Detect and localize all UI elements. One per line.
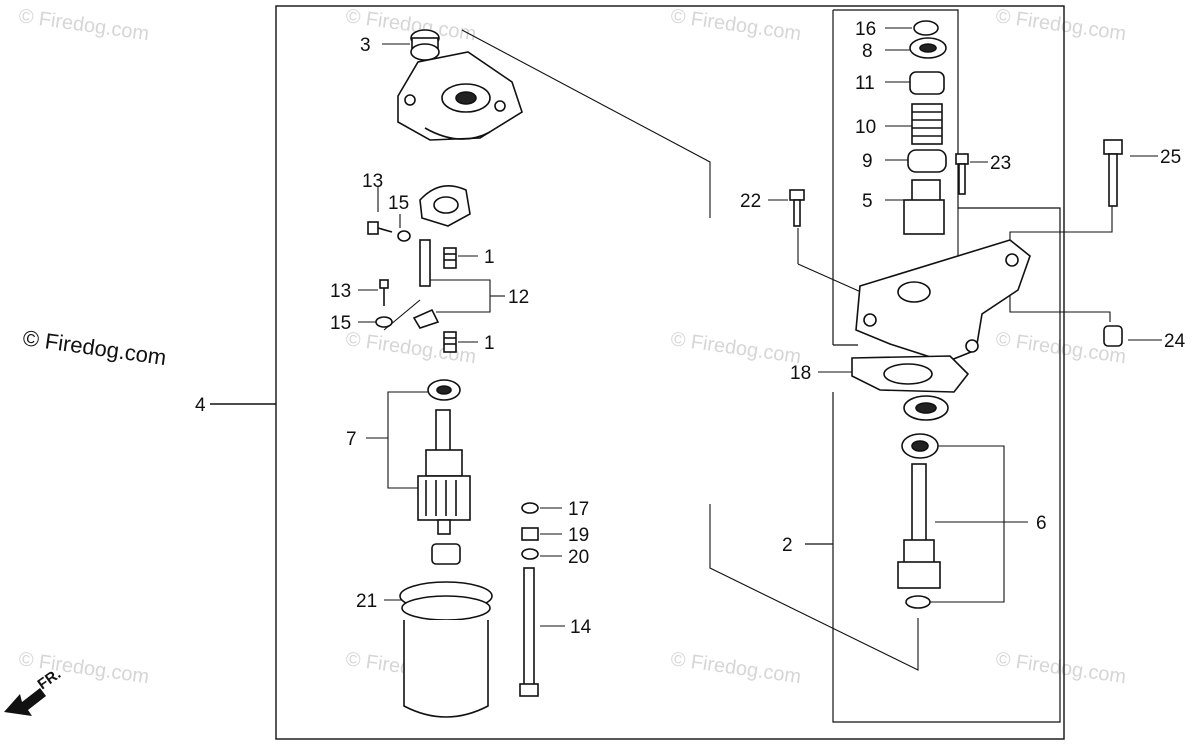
brush-holder-part: [419, 184, 471, 227]
callout-label: 18: [790, 363, 811, 384]
oil-seal-part: [903, 395, 949, 421]
callout-label: 11: [855, 73, 875, 94]
callout-label: 6: [1036, 513, 1047, 534]
pinion-spring-part: [911, 103, 943, 145]
callout-label: 15: [330, 313, 351, 334]
callout-label: 3: [360, 35, 371, 56]
callout-label: 17: [568, 499, 589, 520]
callout-label: 12: [508, 287, 529, 308]
callout-label: 8: [862, 41, 873, 62]
callout-label: 22: [740, 191, 761, 212]
clip-part: [913, 20, 939, 36]
callout-label: 15: [388, 193, 409, 214]
callout-label: 1: [484, 333, 495, 354]
small-washer-part: [521, 502, 539, 560]
through-bolt-part: [519, 567, 539, 697]
callout-label: 13: [362, 171, 383, 192]
front-bracket-part: [855, 239, 1031, 363]
callout-label: 1: [484, 247, 495, 268]
parts: [367, 20, 1123, 718]
callout-label: 20: [568, 547, 589, 568]
callout-label: 2: [782, 535, 793, 556]
washer-part: [375, 230, 411, 328]
screw-part: [367, 221, 393, 306]
sleeve-part: [909, 71, 945, 95]
assembly-frame: [210, 5, 1065, 740]
gear-shaft-part: [897, 463, 941, 609]
callout-labels: 3 16 8 11 10 9 5 22 23 25 24 18 13 15 1 …: [195, 19, 1186, 638]
gear-bearing-part: [901, 433, 939, 459]
grommet-part: [410, 29, 440, 61]
collar-stop-part: [909, 37, 947, 59]
armature-bearing-part: [427, 379, 461, 401]
brand-watermark: © Firedog.com: [21, 325, 168, 370]
watermark: © Firedog.com: [344, 328, 477, 368]
callout-label: 4: [195, 395, 206, 416]
watermark: © Firedog.com: [994, 648, 1127, 688]
spring-part: [443, 247, 457, 353]
callout-label: 21: [356, 591, 377, 612]
callout-label: 19: [568, 525, 589, 546]
callout-label: 23: [990, 153, 1011, 174]
callout-label: 10: [855, 117, 876, 138]
rear-cover-part: [397, 51, 523, 141]
callout-label: 13: [330, 281, 351, 302]
callout-label: 5: [862, 191, 873, 212]
sub-assembly-boxes: [805, 9, 1061, 723]
watermark: © Firedog.com: [669, 328, 802, 368]
gasket-part: [851, 355, 970, 393]
retainer-part: [907, 149, 947, 173]
watermark: © Firedog.com: [669, 5, 802, 45]
watermark: © Firedog.com: [17, 5, 150, 45]
yoke-part: [399, 581, 493, 718]
brush-part: [412, 239, 440, 329]
front-arrow-icon: FR.: [4, 665, 64, 716]
callout-label: 25: [1160, 147, 1181, 168]
callout-label: 14: [570, 617, 592, 638]
armature-part: [417, 409, 471, 535]
callout-label: 9: [862, 151, 873, 172]
bolt-part: [789, 139, 1123, 227]
callout-label: 16: [855, 19, 876, 40]
callout-label: 24: [1164, 331, 1186, 352]
collar-part: [431, 543, 461, 565]
dowel-part: [1103, 325, 1123, 347]
pinion-gear-part: [903, 179, 945, 235]
watermark: © Firedog.com: [669, 648, 802, 688]
watermark: © Firedog.com: [994, 5, 1127, 45]
callout-label: 7: [346, 429, 357, 450]
